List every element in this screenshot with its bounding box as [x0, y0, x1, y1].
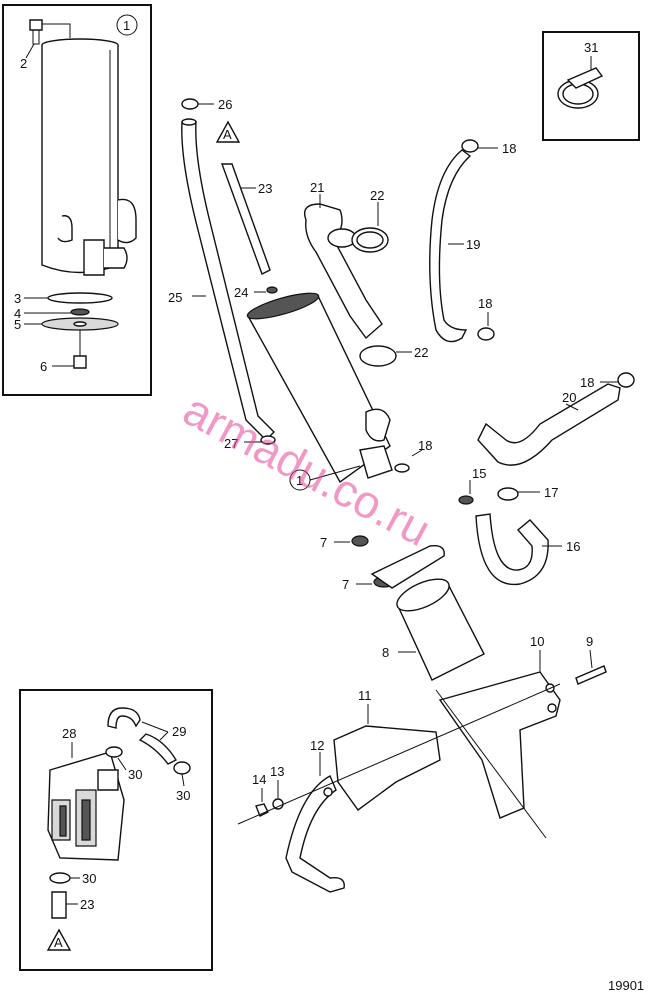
callout-20: 20 — [562, 390, 576, 405]
inset-box-canister: 1 2 3 4 5 6 — [2, 4, 152, 396]
callout-2: 2 — [20, 56, 27, 71]
callout-31: 31 — [584, 40, 598, 55]
callout-27: 27 — [224, 436, 238, 451]
callout-4: 4 — [14, 306, 21, 321]
callout-6: 6 — [40, 359, 47, 374]
callout-23-b: 23 — [80, 897, 94, 912]
inset-box-clamp: 31 — [542, 31, 640, 141]
callout-3: 3 — [14, 291, 21, 306]
callout-18-a: 18 — [502, 141, 516, 156]
callout-19: 19 — [466, 237, 480, 252]
callout-18-d: 18 — [418, 438, 432, 453]
callout-16: 16 — [566, 539, 580, 554]
callout-24: 24 — [234, 285, 248, 300]
callout-5: 5 — [14, 317, 21, 332]
callout-15: 15 — [472, 466, 486, 481]
callout-7-a: 7 — [320, 535, 327, 550]
callout-22-a: 22 — [370, 188, 384, 203]
callout-25: 25 — [168, 290, 182, 305]
callout-29: 29 — [172, 724, 186, 739]
callout-26: 26 — [218, 97, 232, 112]
callout-30-c: 30 — [82, 871, 96, 886]
callout-10: 10 — [530, 634, 544, 649]
ref-a-bottom: A — [54, 935, 63, 950]
callout-23-a: 23 — [258, 181, 272, 196]
callout-11: 11 — [358, 688, 372, 703]
main-exploded-view: A 26 25 27 23 24 1 21 — [168, 97, 635, 893]
callout-1-inset: 1 — [123, 18, 130, 33]
ref-a-top: A — [223, 127, 232, 142]
callout-13: 13 — [270, 764, 284, 779]
callout-circle-1 — [116, 14, 138, 36]
callout-8: 8 — [382, 645, 389, 660]
callout-18-b: 18 — [478, 296, 492, 311]
inset-box-pump: 28 29 30 30 30 23 A — [19, 689, 213, 971]
callout-30-b: 30 — [176, 788, 190, 803]
callout-7-b: 7 — [342, 577, 349, 592]
callout-28: 28 — [62, 726, 76, 741]
callout-30-a: 30 — [128, 767, 142, 782]
callout-22-b: 22 — [414, 345, 428, 360]
drawing-number: 19901 — [608, 978, 644, 993]
callout-9: 9 — [586, 634, 593, 649]
callout-14: 14 — [252, 772, 266, 787]
callout-1-main: 1 — [296, 473, 303, 488]
callout-17: 17 — [544, 485, 558, 500]
callout-12: 12 — [310, 738, 324, 753]
callout-21: 21 — [310, 180, 324, 195]
callout-18-c: 18 — [580, 375, 594, 390]
